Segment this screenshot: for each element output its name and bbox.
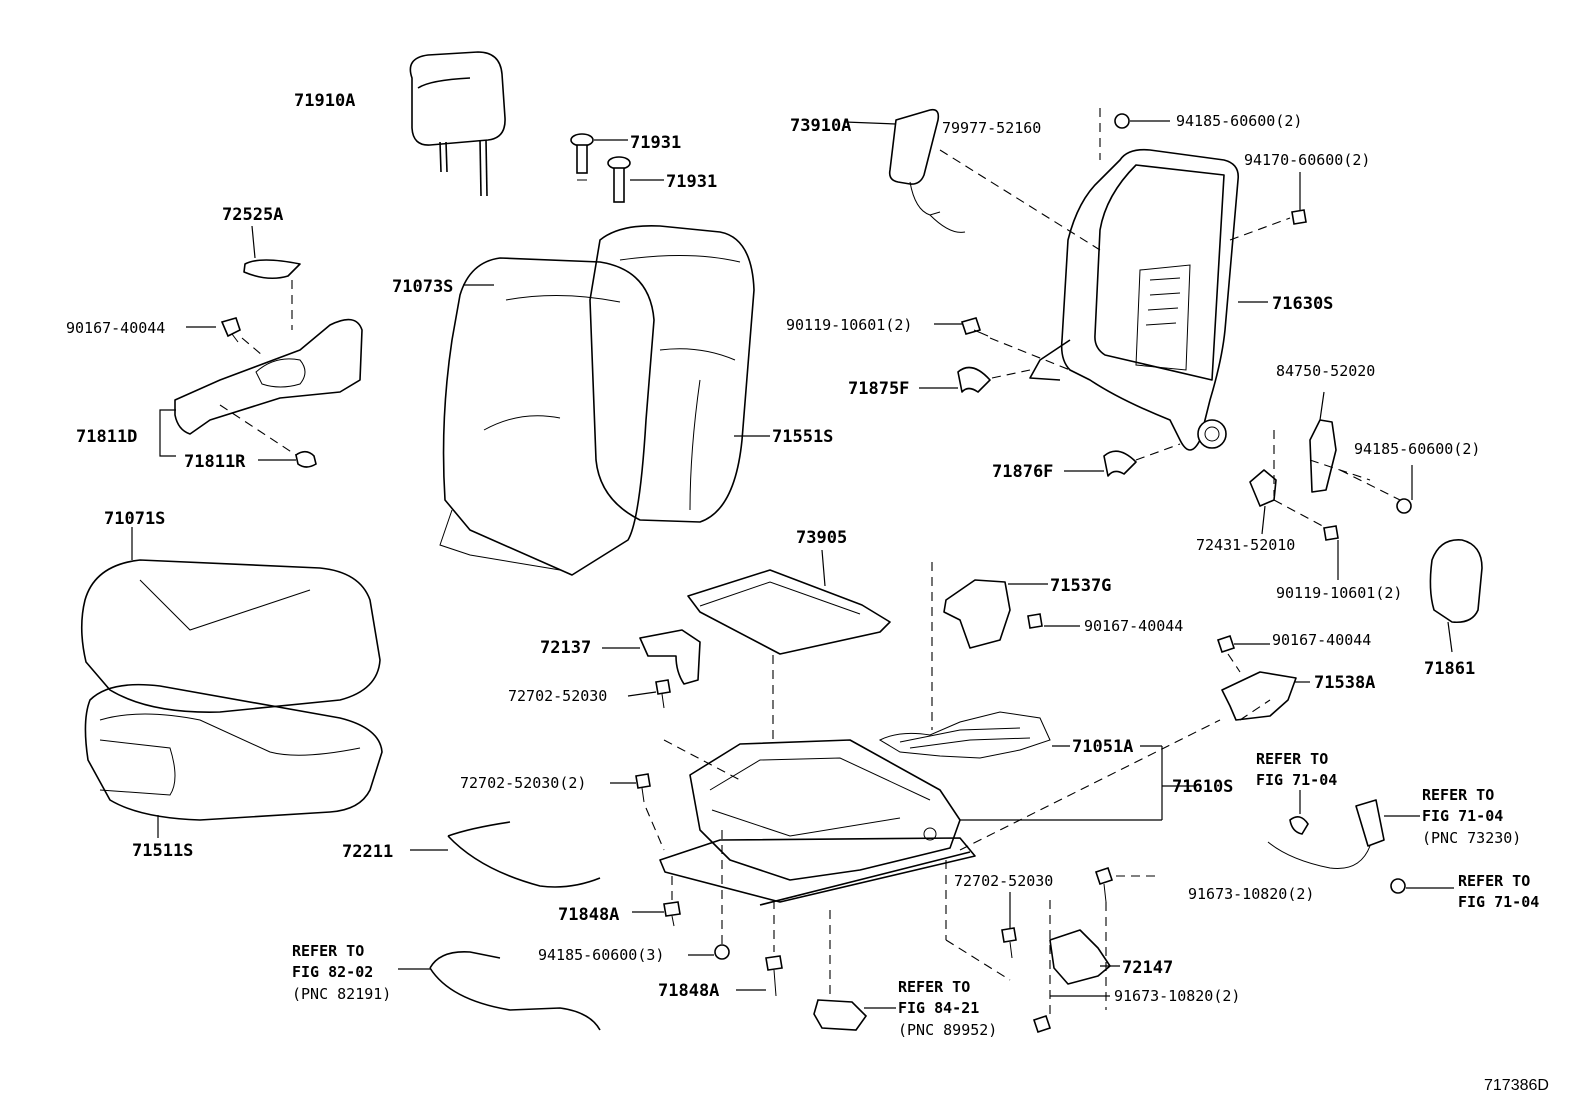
callout-94185-60600-right: 94185-60600(2): [1354, 440, 1480, 458]
svg-text:FIG 71-04: FIG 71-04: [1422, 807, 1503, 825]
callout-71848A-upper: 71848A: [558, 905, 619, 925]
callout-94185-60600-bottom: 94185-60600(3): [538, 946, 664, 964]
callout-71073S: 71073S: [392, 277, 453, 297]
callout-72702-52030-mid: 72702-52030(2): [460, 774, 586, 792]
callout-71848A-lower: 71848A: [658, 981, 719, 1001]
callout-71538A: 71538A: [1314, 673, 1375, 693]
callout-94185-60600-top: 94185-60600(2): [1176, 112, 1302, 130]
callout-79977-52160: 79977-52160: [942, 119, 1041, 137]
callout-72431-52010: 72431-52010: [1196, 536, 1295, 554]
callout-72702-52030-lower: 72702-52030: [954, 872, 1053, 890]
seat-cushion-pad-drawing: [84, 683, 383, 838]
callout-72525A: 72525A: [222, 205, 283, 225]
seat-track-drawing: [659, 739, 1195, 906]
callout-72211: 72211: [342, 842, 393, 862]
seat-spring-drawing: [878, 711, 1163, 776]
svg-text:REFER TO: REFER TO: [1458, 872, 1530, 890]
side-airbag-drawing: [844, 108, 966, 233]
reference-fig-71-04-b: REFER TO FIG 71-04 (PNC 73230): [1422, 786, 1521, 847]
svg-text:(PNC 73230): (PNC 73230): [1422, 829, 1521, 847]
callout-71875F: 71875F: [848, 379, 909, 399]
seatback-frame-drawing: [1029, 148, 1268, 451]
seat-pan-drawing: [687, 549, 891, 740]
callout-90167-40044-mid: 90167-40044: [1084, 617, 1183, 635]
callout-71931-upper: 71931: [630, 133, 681, 153]
headrest-drawing: [409, 51, 506, 197]
svg-text:REFER TO: REFER TO: [1256, 750, 1328, 768]
callout-71876F: 71876F: [992, 462, 1053, 482]
callout-84750-52020: 84750-52020: [1276, 362, 1375, 380]
svg-text:REFER TO: REFER TO: [1422, 786, 1494, 804]
seat-cushion-cover-drawing: [80, 527, 381, 713]
svg-text:FIG 71-04: FIG 71-04: [1256, 771, 1337, 789]
side-shield-drawing: [159, 225, 363, 468]
reference-fig-84-21: REFER TO FIG 84-21 (PNC 89952): [898, 978, 997, 1039]
svg-text:REFER TO: REFER TO: [898, 978, 970, 996]
callout-90167-40044-left: 90167-40044: [66, 319, 165, 337]
reference-fig-82-02: REFER TO FIG 82-02 (PNC 82191): [292, 942, 391, 1003]
callout-71610S: 71610S: [1172, 777, 1233, 797]
svg-text:FIG 84-21: FIG 84-21: [898, 999, 979, 1017]
callout-71811R: 71811R: [184, 452, 246, 472]
callout-71537G: 71537G: [1050, 576, 1111, 596]
connector-8421-drawing: [813, 910, 896, 1031]
svg-text:REFER TO: REFER TO: [292, 942, 364, 960]
headrest-guide-drawing: [570, 133, 664, 203]
callout-71910A: 71910A: [294, 91, 355, 111]
seatback-pad-drawing: [589, 224, 770, 523]
recliner-bracket-drawing: [1249, 391, 1337, 535]
reference-fig-71-04-c: REFER TO FIG 71-04: [1458, 872, 1539, 911]
callout-71071S: 71071S: [104, 509, 165, 529]
callout-94170-60600: 94170-60600(2): [1244, 151, 1370, 169]
alignment-lines: [939, 108, 1401, 851]
bracket-72137-drawing: [602, 629, 701, 685]
callout-71630S: 71630S: [1272, 294, 1333, 314]
callout-90119-10601-upper: 90119-10601(2): [786, 316, 912, 334]
callout-90167-40044-right: 90167-40044: [1272, 631, 1371, 649]
callout-91673-10820-right: 91673-10820(2): [1188, 885, 1314, 903]
cover-71861-drawing: [1429, 539, 1483, 653]
recliner-covers-drawing: [919, 366, 1181, 477]
buckle-harness-drawing: [1267, 790, 1420, 870]
callout-71051A: 71051A: [1072, 737, 1133, 757]
harness-8202-drawing: [398, 951, 601, 1031]
callout-71931-lower: 71931: [666, 172, 717, 192]
fasteners-drawing: [632, 113, 1454, 1034]
callout-71551S: 71551S: [772, 427, 833, 447]
harness-72211-drawing: [410, 821, 601, 888]
callout-91673-10820-bottom: 91673-10820(2): [1114, 987, 1240, 1005]
svg-text:FIG 82-02: FIG 82-02: [292, 963, 373, 981]
callout-71811D: 71811D: [76, 427, 137, 447]
callout-73910A: 73910A: [790, 116, 851, 136]
callout-90119-10601-lower: 90119-10601(2): [1276, 584, 1402, 602]
callout-72147: 72147: [1122, 958, 1173, 978]
bracket-72147-drawing: [945, 860, 1120, 1016]
svg-text:(PNC 82191): (PNC 82191): [292, 985, 391, 1003]
cover-71537g-drawing: [931, 562, 1080, 730]
callout-71511S: 71511S: [132, 841, 193, 861]
callout-72137: 72137: [540, 638, 591, 658]
callout-71861: 71861: [1424, 659, 1475, 679]
svg-text:(PNC 89952): (PNC 89952): [898, 1021, 997, 1039]
svg-text:FIG 71-04: FIG 71-04: [1458, 893, 1539, 911]
reference-fig-71-04-a: REFER TO FIG 71-04: [1256, 750, 1337, 789]
callout-73905: 73905: [796, 528, 847, 548]
callout-72702-52030-upper: 72702-52030: [508, 687, 607, 705]
diagram-code: 717386D: [1484, 1077, 1549, 1094]
cover-71538a-drawing: [1216, 634, 1310, 721]
seatback-cover-drawing: [439, 257, 655, 576]
bolt-72702-drawing: [610, 679, 741, 851]
